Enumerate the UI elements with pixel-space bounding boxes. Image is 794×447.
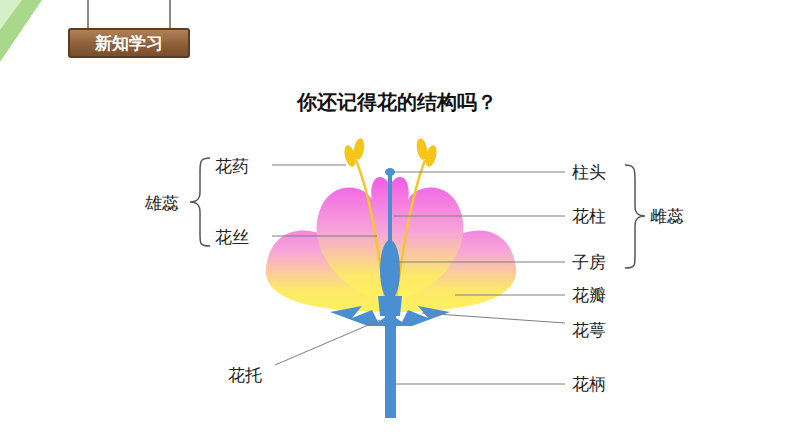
sign-text: 新知学习 [95,32,163,55]
sign-hanger [169,0,171,30]
part-label: 雄蕊 [145,193,179,213]
corner-decoration [0,0,42,62]
receptacle [378,296,402,316]
bracket [190,158,210,246]
part-label: 花丝 [215,227,249,247]
slide-title: 你还记得花的结构吗？ [297,90,497,114]
part-label: 花药 [215,156,249,176]
part-label: 雌蕊 [650,206,684,226]
style [388,175,392,245]
part-label: 花柱 [572,206,606,226]
corner-decoration [0,0,22,30]
ovary [380,240,400,300]
anther [342,137,438,168]
part-label: 花柄 [572,374,606,394]
section-sign: 新知学习 [68,28,190,58]
part-label: 子房 [572,252,606,272]
stigma [385,168,395,176]
sign-hanger [87,0,89,30]
part-label: 花萼 [572,320,606,340]
part-label: 花托 [228,365,262,385]
part-label: 花瓣 [572,285,606,305]
part-label: 柱头 [572,162,606,182]
bracket [625,165,645,268]
stamen-filament [356,160,425,305]
leader-line [272,165,565,384]
